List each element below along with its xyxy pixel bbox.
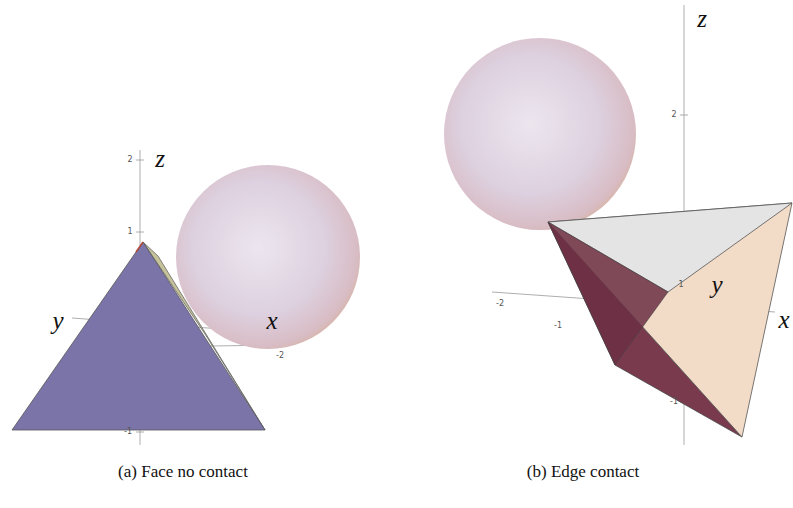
tetra-shadow-face xyxy=(548,222,668,365)
caption-label: (b) Edge contact xyxy=(527,463,639,480)
tick-label: -2 xyxy=(276,352,284,360)
sphere xyxy=(176,165,360,349)
tick-label: 2 xyxy=(671,111,676,119)
axis-label: y xyxy=(711,272,722,297)
tick-label: -1 xyxy=(124,428,132,436)
tick-label: 1 xyxy=(127,228,132,236)
axis-label: y xyxy=(52,308,63,333)
tick-label: -1 xyxy=(670,398,678,406)
tetra-peach-face xyxy=(548,203,792,437)
tick-label: 1 xyxy=(678,281,683,289)
axis-label: x xyxy=(778,307,789,332)
caption-label: (a) Face no contact xyxy=(118,463,248,480)
sphere xyxy=(444,38,636,230)
tick-label: 2 xyxy=(127,156,132,164)
axis-label: x xyxy=(266,308,277,333)
tick-label: -2 xyxy=(496,300,504,308)
axis-label: z xyxy=(155,146,165,171)
tick-label: -1 xyxy=(554,322,562,330)
axis-label: z xyxy=(697,6,707,31)
pyramid-edge xyxy=(136,242,143,252)
